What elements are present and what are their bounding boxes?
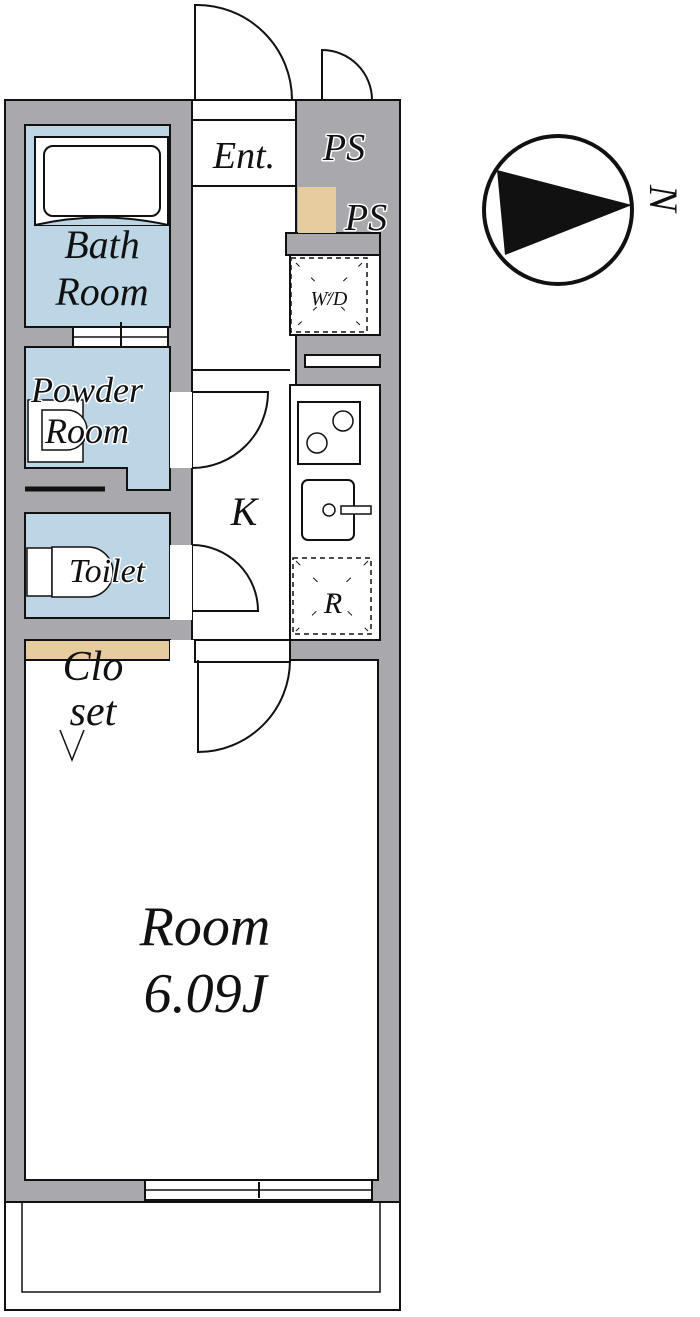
closet-label: set [70, 689, 118, 735]
faucet-icon [340, 505, 372, 515]
bathtub-inner [43, 145, 161, 217]
burner-icon [332, 410, 354, 432]
washer-space [289, 254, 381, 336]
main-room [24, 659, 379, 1181]
powder-label: Powder [30, 370, 144, 410]
closet-door-indicator [59, 729, 85, 763]
corridor-gap [170, 640, 195, 662]
burner-icon [306, 432, 328, 454]
door-opening [170, 392, 192, 468]
compass: N [482, 134, 686, 286]
washer-dryer-outline [290, 257, 368, 333]
bathtub-edge [34, 216, 169, 226]
balcony-inner [21, 1201, 381, 1293]
entrance-area [191, 119, 297, 187]
toilet-bowl [51, 546, 114, 598]
toilet-door-swing [191, 544, 260, 612]
north-label: N [641, 184, 686, 214]
fridge-diagonal [295, 560, 369, 632]
washer-dryer-label: W/D [311, 288, 348, 310]
toilet-tank [26, 547, 53, 597]
entrance-door-swing[interactable] [194, 3, 293, 101]
balcony [4, 1201, 401, 1311]
refrigerator-label: R [323, 587, 342, 620]
north-arrow-icon [497, 170, 632, 255]
sink-basin [41, 409, 88, 451]
bath-label: Bath [64, 222, 140, 267]
pipe-space-fill [298, 187, 336, 233]
closet-label: Clo [63, 644, 124, 690]
pipe-space-label: PS [322, 127, 365, 169]
kitchen-label: K [230, 489, 260, 534]
washer-diagonal [295, 262, 363, 328]
room-door-frame [194, 639, 291, 663]
stove [297, 401, 361, 465]
room-door-swing [197, 659, 291, 754]
shelf [304, 354, 381, 368]
door-opening [170, 545, 192, 620]
toilet-label: Toilet [69, 553, 147, 590]
powder-label: Room [44, 411, 129, 451]
ps-door-swing [321, 48, 373, 101]
room-label: Room [139, 896, 271, 958]
entrance-label: Ent. [212, 135, 275, 177]
pipe-space-label: PS [344, 197, 387, 239]
drain-icon [322, 503, 336, 517]
powder-door-swing [191, 391, 270, 469]
room-size-label: 6.09J [144, 963, 270, 1025]
bath-label: Room [54, 269, 148, 314]
